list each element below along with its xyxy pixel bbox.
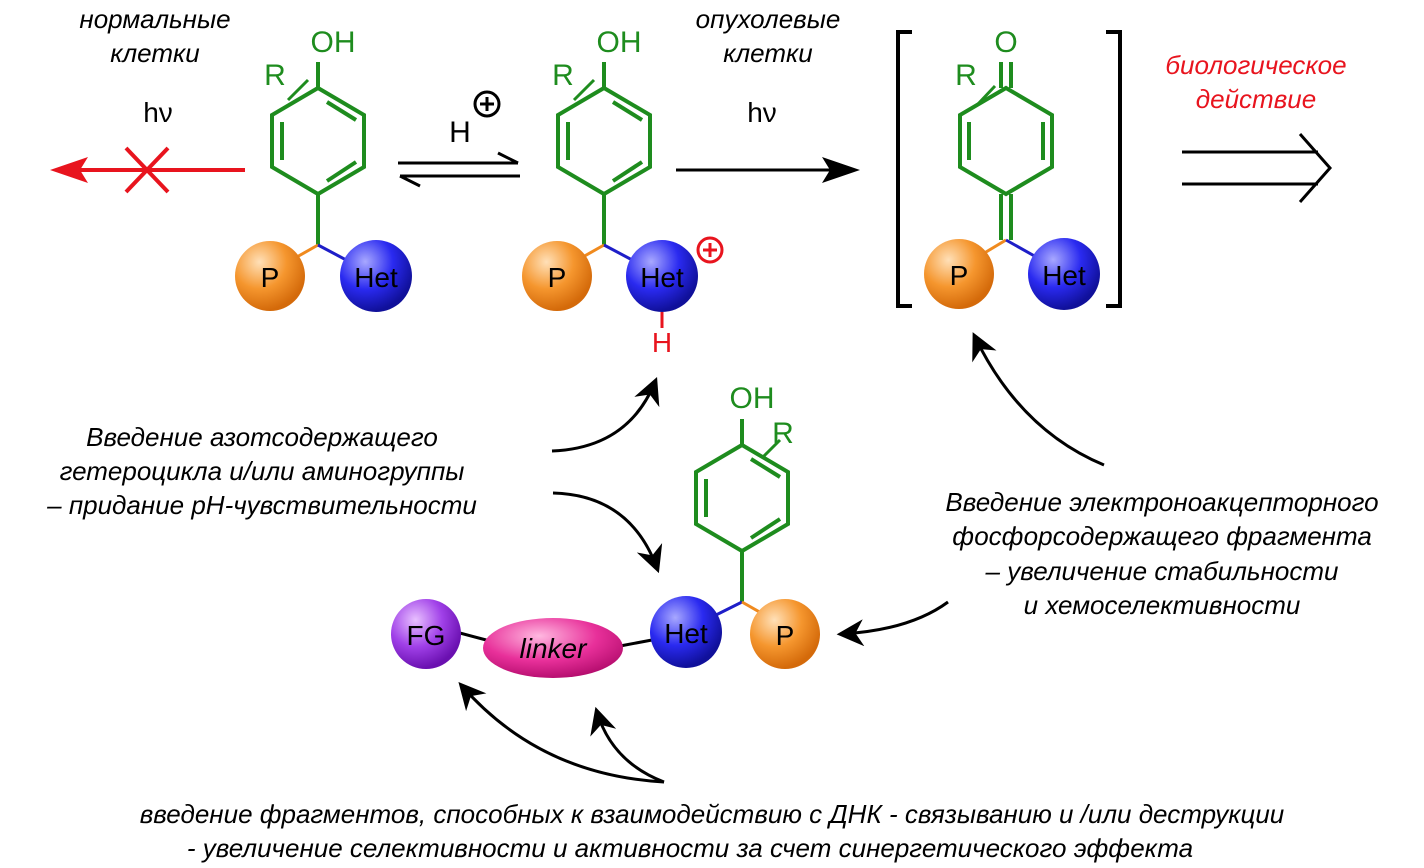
note-heterocycle-line2: гетероцикла и/или аминогруппы [60,456,465,486]
molecule-3: O R P Het [896,26,1122,310]
note-heterocycle-line3: – придание pH-чувствительности [46,490,477,520]
molecule-design: OH R FG linker Het P [391,382,820,678]
bond-fg-linker [455,630,491,643]
note-dna: введение фрагментов, способных к взаимод… [140,799,1285,863]
het-sphere-2 [626,240,698,312]
note-phosphorus-line3: – увеличение стабильности [985,556,1339,586]
arrow-to-fg [458,681,665,784]
r-label-4: R [772,417,794,450]
note-phosphorus-line2: фосфорсодержащего фрагмента [952,521,1372,551]
p-sphere-4 [750,599,820,669]
note-dna-line1: введение фрагментов, способных к взаимод… [140,799,1285,829]
benzene-ring-4 [694,419,790,602]
tumor-cells-line2: клетки [723,38,813,68]
r-label-3: R [955,59,977,92]
quinone-ring [958,62,1054,240]
arrow-to-quinone [972,332,1105,467]
oh-label-1: OH [311,26,356,59]
p-label-2: P [548,262,567,293]
hv-label-2: hν [747,97,777,128]
equilibrium-arrows [398,151,520,188]
blocked-arrow [50,146,245,194]
p-label-4: P [776,620,795,651]
normal-cells-line1: нормальные [79,4,230,34]
het-sphere-4 [650,596,722,668]
bond-linker-het [619,638,653,648]
oh-label-2: OH [597,26,642,59]
plus-circle-icon [473,90,501,118]
h-label-red: H [652,327,672,358]
note-dna-line2: - увеличение селективности и активности … [187,833,1193,863]
note-phosphorus-line4: и хемоселективности [1024,590,1301,620]
het-sphere-1 [340,240,412,312]
het-sphere-3 [1028,238,1100,310]
het-label-2: Het [640,262,684,293]
linker-ellipse [483,618,623,678]
tumor-cells-line1: опухолевые [696,4,841,34]
r-label-2: R [552,59,574,92]
benzene-ring-2 [556,62,652,245]
bond-het-3 [1005,238,1039,260]
arrow-to-linker [590,706,665,784]
r-label-1: R [264,59,286,92]
p-sphere-2 [522,241,592,311]
implies-arrow-icon [1182,133,1333,203]
p-sphere-3 [924,239,994,309]
p-label-3: P [950,260,969,291]
molecule-1: OH R P Het [235,26,412,312]
note-phosphorus-line1: Введение электроноакцепторного [945,487,1378,517]
arrow-to-protonated [551,377,660,453]
note-heterocycle-line1: Введение азотсодержащего [86,422,438,452]
het-label-4: Het [664,618,708,649]
arrow-to-het [552,491,663,574]
note-heterocycle: Введение азотсодержащего гетероцикла и/и… [46,422,477,520]
bio-action-line1: биологическое [1165,50,1346,80]
brackets [896,30,1122,308]
benzene-ring-1 [270,62,366,245]
fg-sphere [391,599,461,669]
linker-label: linker [520,633,589,664]
molecule-2: OH R P Het H [522,26,724,358]
o-label: O [994,26,1017,59]
p-label-1: P [261,262,280,293]
curved-arrows [458,332,1105,784]
normal-cells-line2: клетки [110,38,200,68]
plus-circle-red-icon [696,236,724,264]
fg-label: FG [407,620,446,651]
hv-label-1: hν [143,97,173,128]
note-phosphorus: Введение электроноакцепторного фосфорсод… [945,487,1378,620]
proton-h-label: H [449,116,471,149]
het-label-1: Het [354,262,398,293]
reaction-arrow [676,157,860,183]
bio-action-line2: действие [1196,84,1316,114]
p-sphere-1 [235,241,305,311]
arrow-to-p [836,600,949,647]
oh-label-4: OH [730,382,775,415]
het-label-3: Het [1042,260,1086,291]
